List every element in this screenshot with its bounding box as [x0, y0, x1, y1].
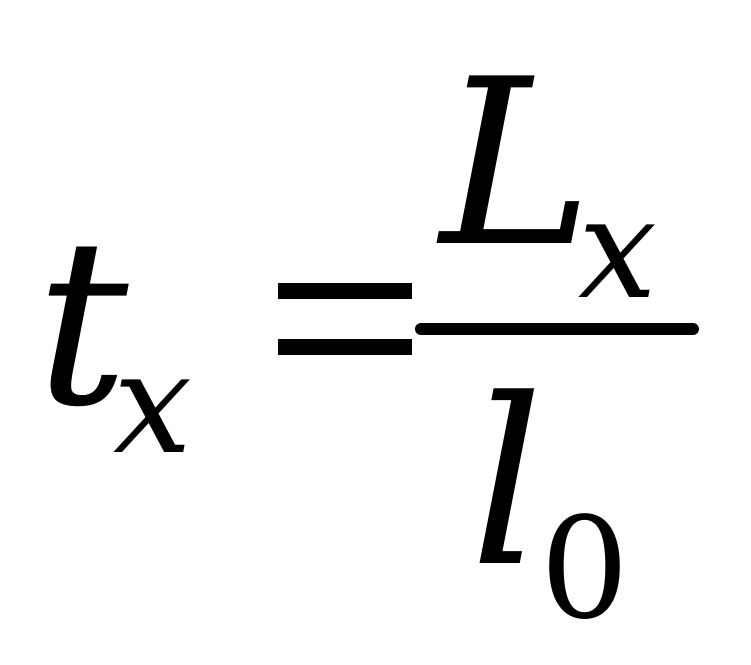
denominator-base-symbol: l [470, 351, 544, 618]
equals-bar-bottom [278, 339, 412, 355]
lhs-base-symbol: t [36, 191, 129, 458]
denominator-subscript: 0 [540, 488, 630, 651]
fraction-bar [415, 323, 699, 335]
equals-sign [278, 283, 412, 355]
equals-bar-top [278, 283, 412, 299]
lhs-subscript: x [113, 323, 192, 486]
numerator-base-symbol: L [440, 31, 593, 298]
numerator-subscript: x [578, 168, 657, 331]
